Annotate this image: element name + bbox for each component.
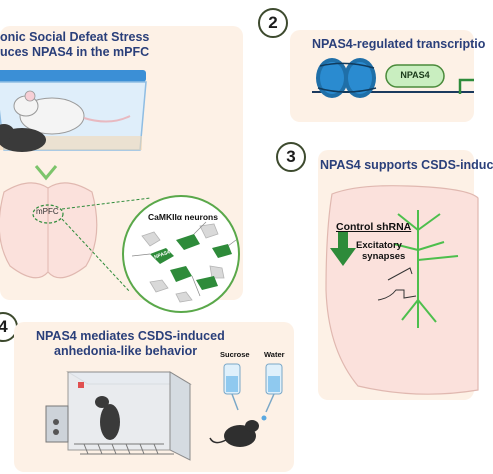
brain-slice <box>0 182 98 279</box>
panel4-title-line2: anhedonia-like behavior <box>54 344 198 358</box>
synapse-trace <box>377 289 417 301</box>
panel2-number-badge: 2 <box>258 8 288 38</box>
neuron-zoom-circle <box>122 195 240 313</box>
synapses-label: synapses <box>362 251 406 262</box>
panel2-title: NPAS4-regulated transcriptio <box>312 37 486 51</box>
panel-npas4-synapses: NPAS4 supports CSDS-induc Control shRNA … <box>318 150 493 400</box>
panel1-title-line2: uces NPAS4 in the mPFC <box>0 45 150 59</box>
rearing-mouse-icon <box>95 396 120 440</box>
excitatory-label: Excitatory <box>356 240 402 251</box>
water-label: Water <box>264 350 285 359</box>
sucrose-label: Sucrose <box>220 350 250 359</box>
aggressor-mouse-icon <box>13 90 131 135</box>
zoom-line-bottom <box>61 218 131 293</box>
behavior-box <box>45 371 192 461</box>
panel3-number-badge: 3 <box>276 142 306 172</box>
panel4-illustration <box>45 363 283 461</box>
panel-csds-induces-npas4: onic Social Defeat Stress uces NPAS4 in … <box>0 26 243 313</box>
decrease-arrow-icon <box>330 232 356 266</box>
npas4-factor-box <box>385 64 445 88</box>
panel3-title: NPAS4 supports CSDS-induc <box>320 158 493 172</box>
camkii-neurons-label: CaMKIIα neurons <box>148 212 218 222</box>
panel2-illustration <box>312 58 474 98</box>
nucleosome-icon <box>316 58 377 98</box>
sucrose-bottle-icon <box>223 363 241 411</box>
mpfc-label: mPFC <box>36 207 59 216</box>
panel-npas4-anhedonia: NPAS4 mediates CSDS-induced anhedonia-li… <box>14 322 294 472</box>
transcription-arrow-icon <box>458 78 474 94</box>
control-shrna-label: Control shRNA <box>336 221 412 233</box>
axon-line <box>387 267 413 281</box>
npas4-factor-label: NPAS4 <box>400 70 430 80</box>
panel3-illustration <box>325 185 479 395</box>
drinking-mouse-icon <box>209 420 259 447</box>
panel-npas4-transcription: NPAS4-regulated transcriptio NPAS4 <box>290 30 485 122</box>
panel1-illustration <box>0 70 240 313</box>
pyramidal-neuron-icon <box>393 210 459 328</box>
water-bottle-icon <box>261 363 283 421</box>
panel4-title-line1: NPAS4 mediates CSDS-induced <box>36 329 225 343</box>
panel1-title-line1: onic Social Defeat Stress <box>0 30 150 44</box>
chevron-down-icon <box>34 165 58 181</box>
defeated-mouse-icon <box>0 124 46 152</box>
